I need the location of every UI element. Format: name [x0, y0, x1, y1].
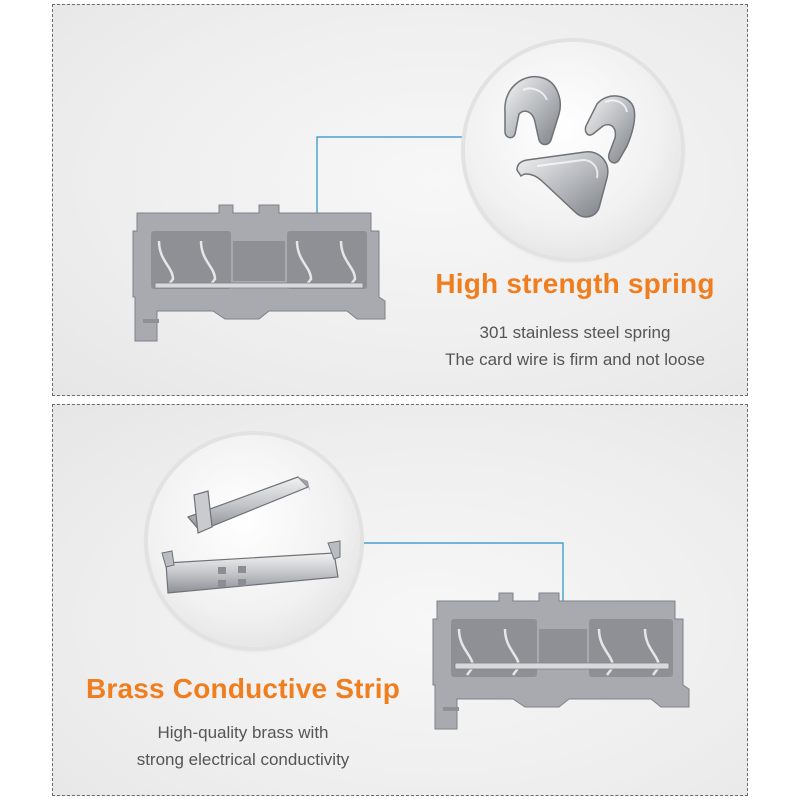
spring-clip-icon — [504, 76, 636, 218]
section-description: 301 stainless steel spring The card wire… — [403, 319, 747, 373]
terminal-block-icon — [432, 592, 690, 730]
section-description: High-quality brass with strong electrica… — [113, 719, 373, 773]
section-title: Brass Conductive Strip — [85, 673, 401, 704]
description-line: High-quality brass with — [157, 723, 329, 742]
conductive-strip-icon — [161, 476, 341, 594]
section-title: High strength spring — [435, 268, 715, 299]
conductive-strip-feature-panel: Brass Conductive Strip High-quality bras… — [52, 404, 748, 796]
spring-feature-panel: High strength spring 301 stainless steel… — [52, 4, 748, 396]
strip-zoom-circle — [148, 435, 360, 647]
description-line: strong electrical conductivity — [136, 750, 350, 769]
description-line: The card wire is firm and not loose — [445, 350, 705, 369]
terminal-block-icon — [132, 204, 386, 342]
spring-zoom-circle — [465, 42, 681, 258]
description-line: 301 stainless steel spring — [479, 323, 671, 342]
